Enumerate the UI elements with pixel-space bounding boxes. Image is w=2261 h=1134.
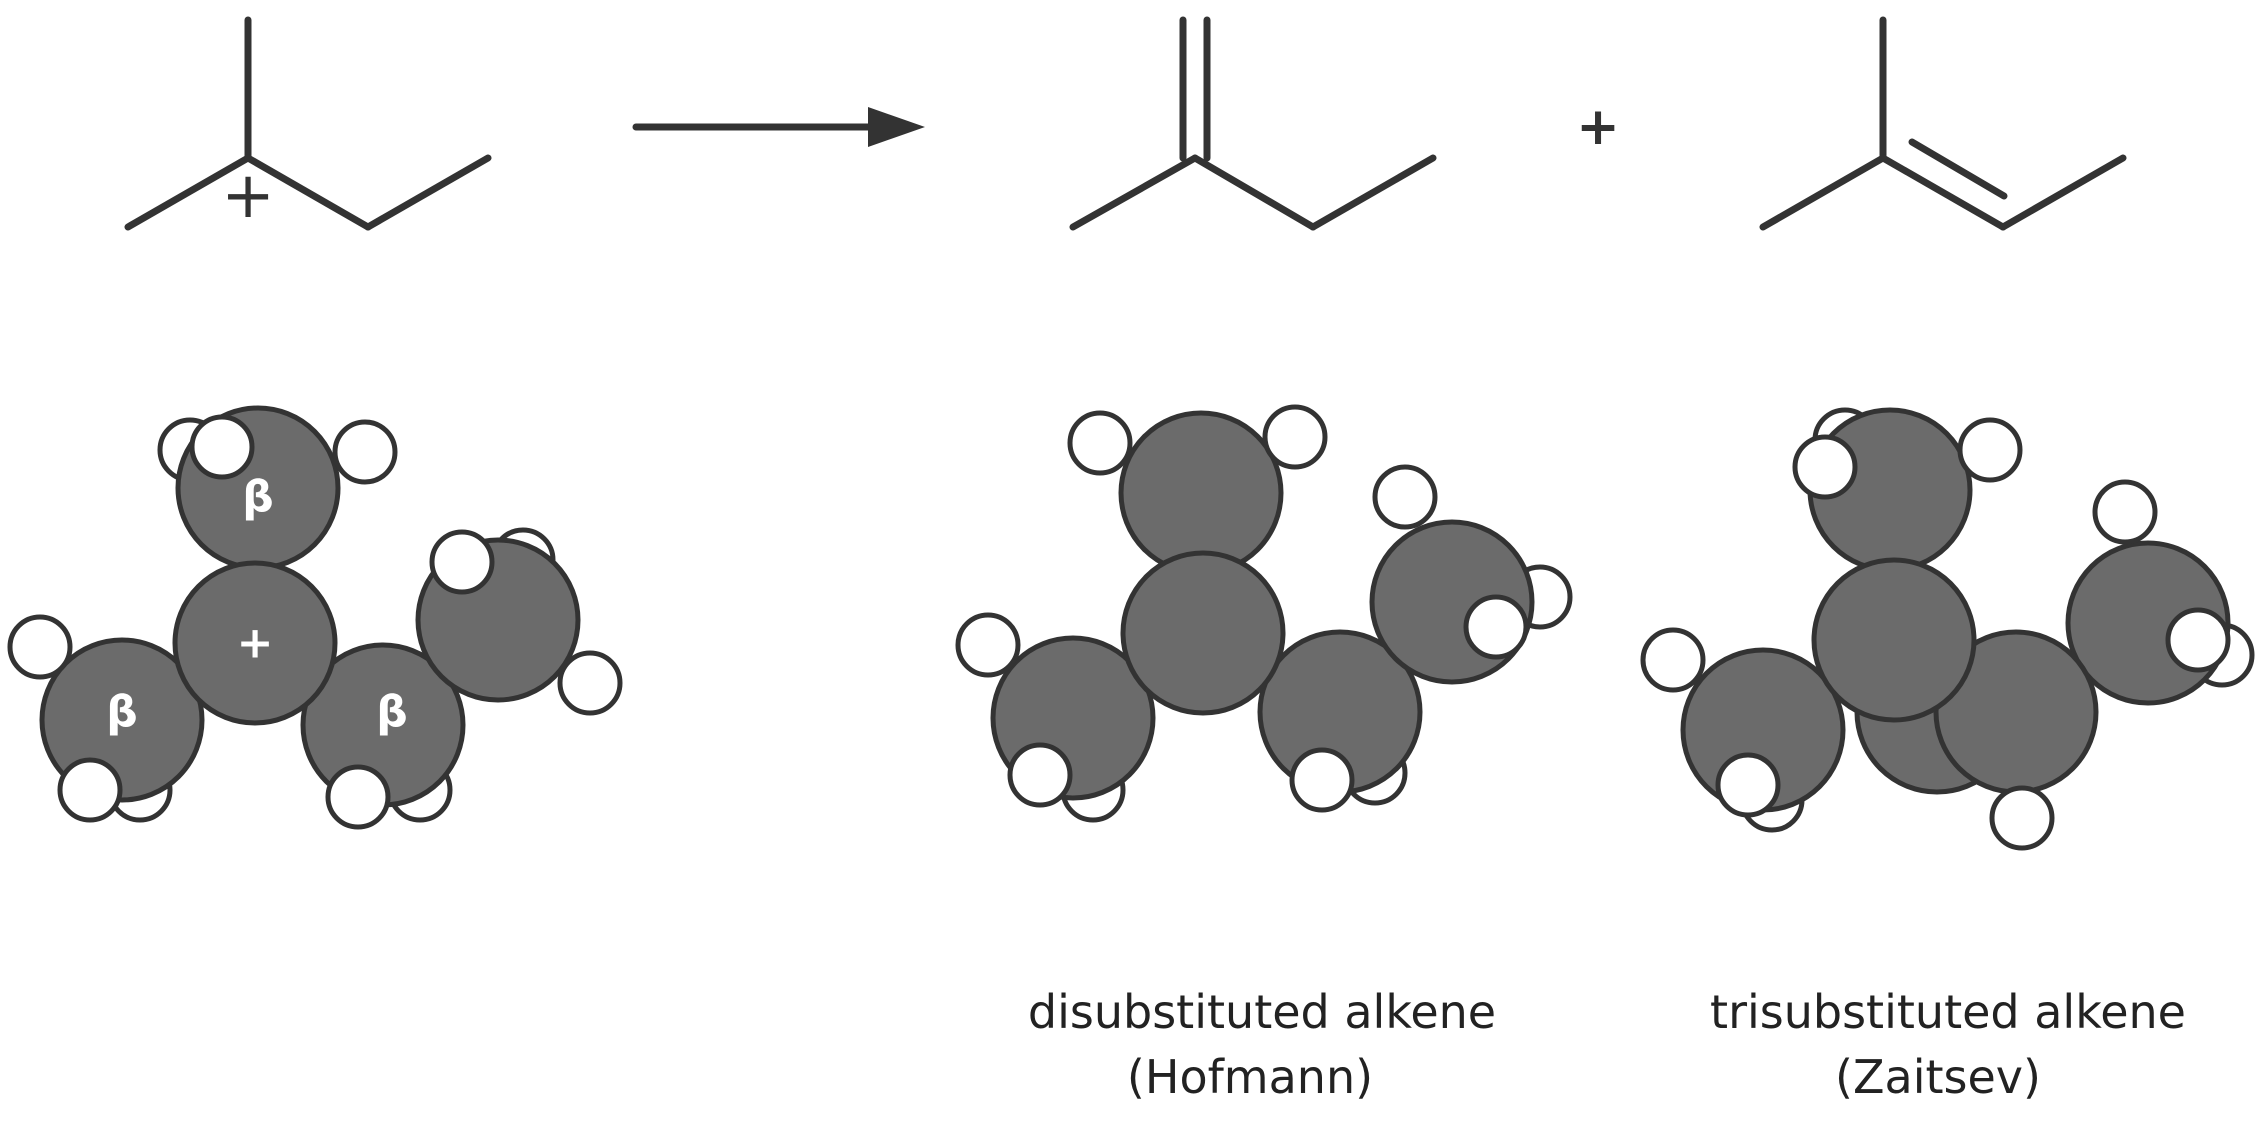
zaitsev-skeletal-structure [1759, 16, 2127, 231]
double-bond-main [1879, 154, 2007, 231]
hydrogen-atom [1262, 404, 1328, 470]
hydrogen-atom [429, 529, 495, 595]
zaitsev-space-filling-model [1640, 407, 2255, 851]
hydrogen-atom [1989, 785, 2055, 851]
reactant-skeletal-structure: + [124, 16, 492, 233]
hydrogen-atom [1957, 417, 2023, 483]
hydrogen-atom [2165, 607, 2231, 673]
hydrogen-atom [1792, 434, 1858, 500]
beta-label-left: β [106, 687, 138, 738]
beta-label-right: β [376, 687, 408, 738]
carbon-atom-cation-center [172, 560, 338, 726]
zaitsev-caption-line2: (Zaitsev) [1835, 1050, 2041, 1104]
hydrogen-atom [189, 414, 255, 480]
hofmann-caption: disubstituted alkene (Hofmann) [1028, 985, 1496, 1104]
hydrogen-atom [1640, 627, 1706, 693]
zaitsev-caption-line1: trisubstituted alkene [1710, 985, 2186, 1039]
bond-c2-c3 [1191, 154, 1317, 231]
bond-c3-c4 [1309, 154, 1437, 231]
hydrogen-atom [557, 650, 623, 716]
hydrogen-atom [57, 757, 123, 823]
reactant-space-filling-model: β β β + [7, 405, 623, 830]
hydrogen-atom [1067, 410, 1133, 476]
hofmann-caption-line2: (Hofmann) [1127, 1050, 1373, 1104]
hydrogen-atom [1463, 594, 1529, 660]
hydrogen-atom [1715, 752, 1781, 818]
hydrogen-atom [955, 612, 1021, 678]
hydrogen-atom [325, 764, 391, 830]
products-plus-sign: + [1576, 97, 1620, 157]
hofmann-caption-line1: disubstituted alkene [1028, 985, 1496, 1039]
carbon-atom-central [1120, 550, 1286, 716]
bond-methyl-left [124, 154, 252, 231]
reaction-arrow [632, 107, 925, 147]
hydrogen-atom [332, 419, 398, 485]
hydrogen-atom [7, 614, 73, 680]
bond-c3-c4 [1999, 154, 2127, 231]
hofmann-skeletal-structure [1069, 16, 1437, 231]
carbon-atom-central [1811, 557, 1977, 723]
cation-charge-label: + [237, 618, 274, 669]
arrow-head [868, 107, 925, 147]
bond-c2-methyl-left [1069, 154, 1199, 231]
carbon-atom [1118, 410, 1284, 576]
hydrogen-atom [1372, 464, 1438, 530]
hydrogen-atom [1289, 747, 1355, 813]
carbocation-charge: + [221, 159, 275, 233]
hofmann-space-filling-model [955, 404, 1573, 823]
bond-c3-c4 [364, 154, 492, 231]
hydrogen-atom [1007, 742, 1073, 808]
hydrogen-atom [2092, 479, 2158, 545]
bond-c2-c3 [244, 154, 372, 231]
bond-methyl-left [1759, 154, 1887, 231]
beta-label-top: β [242, 472, 274, 523]
double-bond-inner [1908, 138, 2008, 200]
zaitsev-caption: trisubstituted alkene (Zaitsev) [1710, 985, 2186, 1104]
